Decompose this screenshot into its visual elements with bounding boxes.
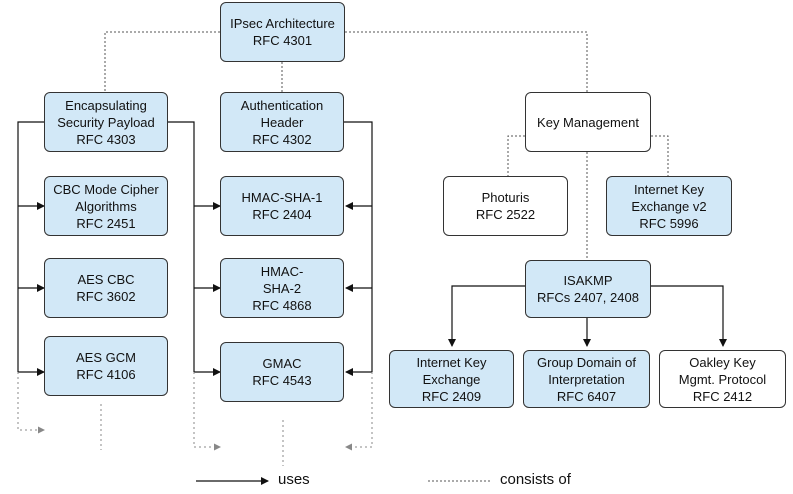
legend-uses-label: uses <box>278 471 310 488</box>
key-management-box: Key Management <box>525 92 651 152</box>
link-keymgmt-photuris <box>507 135 525 176</box>
consists-of-links <box>104 31 669 260</box>
ike-box: Internet Key Exchange RFC 2409 <box>389 350 514 408</box>
link-ipsec-esp <box>104 31 220 92</box>
uses-links <box>17 121 727 376</box>
ah-more-arrow <box>345 372 373 451</box>
hmac-sha1-box: HMAC-SHA-1 RFC 2404 <box>220 176 344 236</box>
link-keymgmt-ikev2 <box>651 135 669 176</box>
ipsec-architecture-box: IPsec Architecture RFC 4301 <box>220 2 345 62</box>
ah-box: Authentication Header RFC 4302 <box>220 92 344 152</box>
gmac-box: GMAC RFC 4543 <box>220 342 344 402</box>
legend-consists-of-label: consists of <box>500 471 571 488</box>
hmac-sha2-box: HMAC- SHA-2 RFC 4868 <box>220 258 344 318</box>
oakley-box: Oakley Key Mgmt. Protocol RFC 2412 <box>659 350 786 408</box>
esp-integrity-more-arrow <box>193 372 221 451</box>
isakmp-box: ISAKMP RFCs 2407, 2408 <box>525 260 651 318</box>
continuation-hints <box>17 372 373 466</box>
ah-uses-bus <box>344 121 373 372</box>
aes-gcm-box: AES GCM RFC 4106 <box>44 336 168 396</box>
esp-more-arrow <box>17 372 45 434</box>
aes-cbc-box: AES CBC RFC 3602 <box>44 258 168 318</box>
esp-uses-bus <box>17 121 44 372</box>
esp-uses-integrity-bus <box>168 121 195 372</box>
ikev2-box: Internet Key Exchange v2 RFC 5996 <box>606 176 732 236</box>
photuris-box: Photuris RFC 2522 <box>443 176 568 236</box>
gdoi-box: Group Domain of Interpretation RFC 6407 <box>523 350 650 408</box>
arrow-isakmp-oakley <box>651 285 727 347</box>
link-ipsec-keymgmt <box>345 31 588 92</box>
cbc-mode-box: CBC Mode Cipher Algorithms RFC 2451 <box>44 176 168 236</box>
isakmp-uses-bus <box>448 285 525 347</box>
esp-box: Encapsulating Security Payload RFC 4303 <box>44 92 168 152</box>
